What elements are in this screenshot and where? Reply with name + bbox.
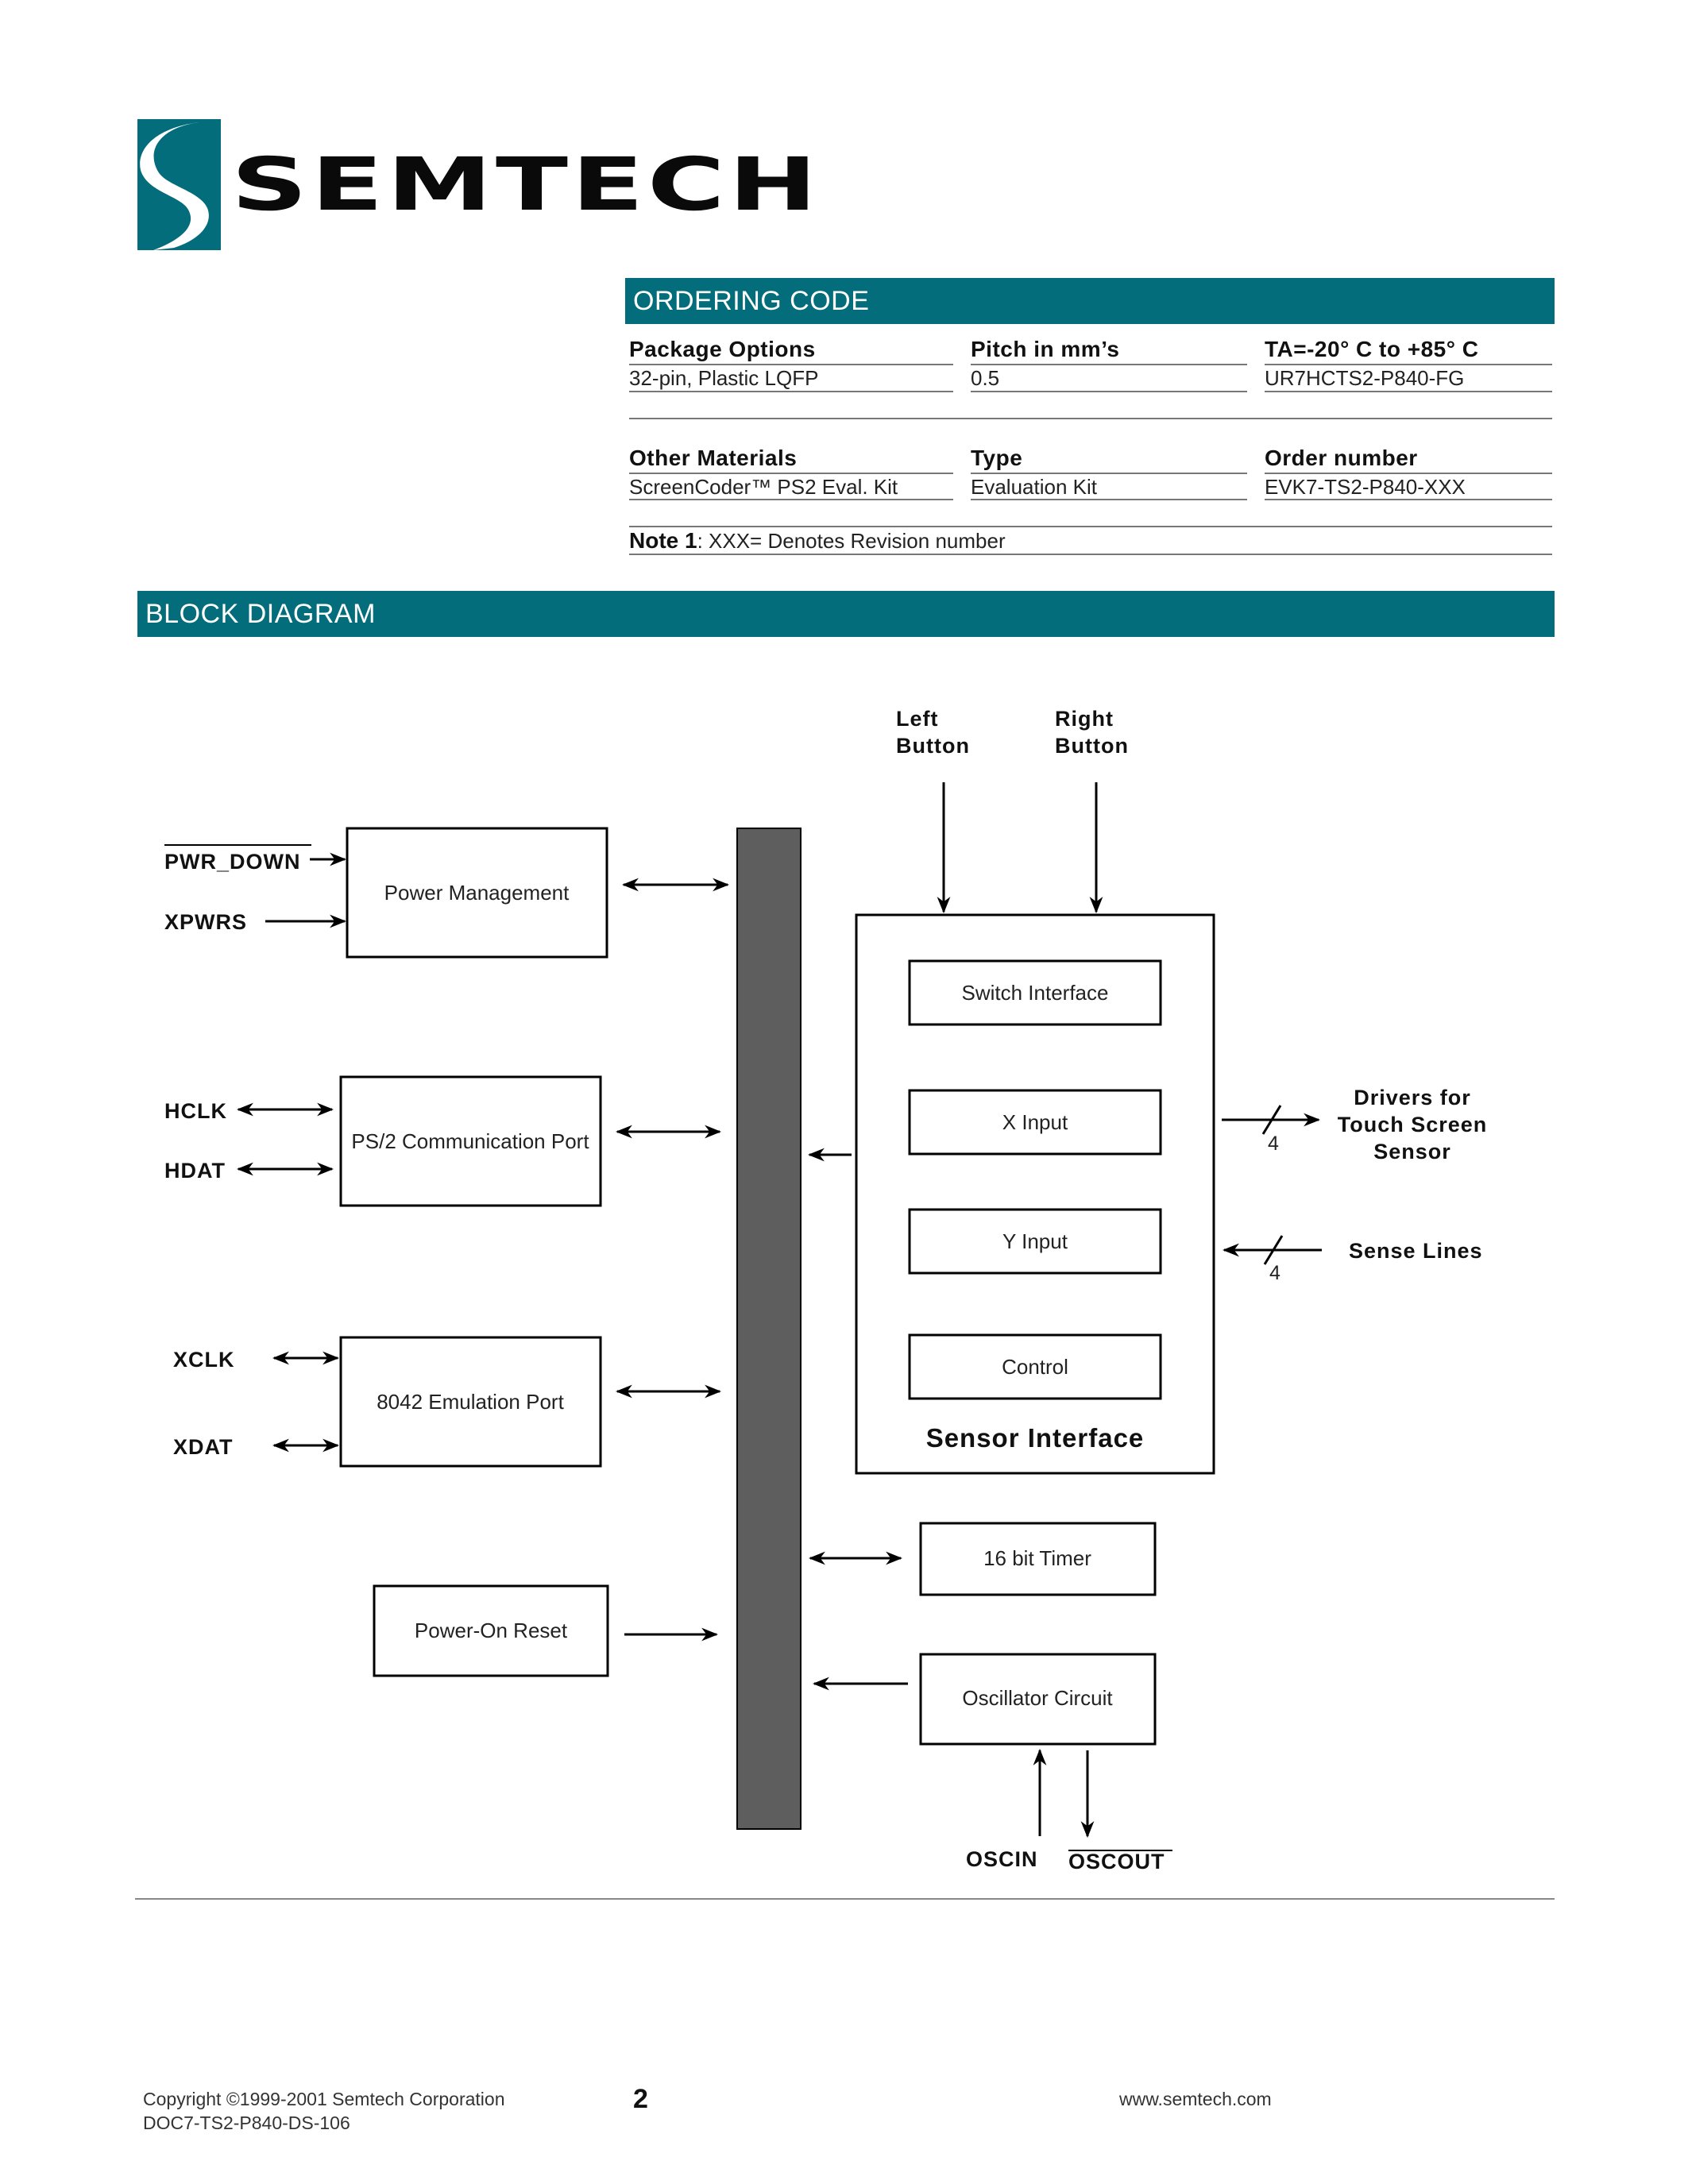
power-management-block [346,827,608,959]
block-diagram-header: BLOCK DIAGRAM [137,591,1555,637]
internal-bus [736,828,802,1830]
cell-pitch: 0.5 [971,366,1000,390]
document-id: DOC7-TS2-P840-DS-106 [143,2113,350,2133]
signal-pwr-down: PWR_DOWN [164,850,301,874]
ps2-port-label: PS/2 Communication Port [351,1129,589,1153]
footer-left: Copyright ©1999-2001 Semtech Corporation… [143,2087,505,2135]
switch-interface-label: Switch Interface [962,981,1109,1005]
y-input-block [908,1208,1162,1275]
cell-order-number: EVK7-TS2-P840-XXX [1265,475,1466,499]
page-number: 2 [633,2084,648,2114]
right-button-label-2: Button [1055,734,1129,758]
note-text: : XXX= Denotes Revision number [697,529,1006,553]
oscillator-block [919,1653,1157,1746]
signal-hdat: HDAT [164,1159,226,1183]
y-input-label: Y Input [1002,1229,1068,1253]
col-header-package: Package Options [629,337,816,361]
bus-width-out: 4 [1268,1133,1279,1155]
col-header-pitch: Pitch in mm’s [971,337,1120,361]
signal-hclk: HCLK [164,1099,227,1123]
control-block [908,1333,1162,1400]
cell-other-material: ScreenCoder™ PS2 Eval. Kit [629,475,898,499]
col-header-order-number: Order number [1265,446,1418,470]
drivers-label-2: Touch Screen [1338,1113,1488,1136]
bus-width-in: 4 [1269,1262,1280,1284]
oscillator-label: Oscillator Circuit [962,1686,1113,1710]
ordering-code-header: ORDERING CODE [625,278,1555,324]
col-header-temp: TA=-20° C to +85° C [1265,337,1479,361]
ps2-port-block [339,1075,602,1207]
timer-block [919,1522,1157,1596]
ordering-note: Note 1: XXX= Denotes Revision number [629,528,1006,554]
semtech-logo: SEMTECH [137,119,817,250]
power-management-label: Power Management [384,881,570,905]
col-header-type: Type [971,446,1023,470]
oscin-label: OSCIN [966,1847,1038,1871]
switch-interface-block [908,959,1162,1026]
drivers-label-3: Sensor [1373,1140,1451,1163]
sensor-interface-block [855,913,1215,1475]
power-on-reset-block [373,1584,609,1677]
sense-lines-label: Sense Lines [1349,1239,1483,1263]
emulation-port-block [339,1336,602,1468]
cell-part-number: UR7HCTS2-P840-FG [1265,366,1465,390]
col-header-other-materials: Other Materials [629,446,798,470]
sensor-interface-label: Sensor Interface [926,1423,1145,1453]
oscout-label: OSCOUT [1068,1850,1165,1873]
drivers-label-1: Drivers for [1354,1086,1471,1109]
control-label: Control [1002,1355,1068,1379]
x-input-block [908,1089,1162,1156]
left-button-label-2: Button [896,734,970,758]
signal-xclk: XCLK [173,1348,235,1372]
timer-label: 16 bit Timer [983,1546,1091,1570]
copyright-text: Copyright ©1999-2001 Semtech Corporation [143,2089,505,2109]
right-button-label-1: Right [1055,707,1114,731]
x-input-label: X Input [1002,1110,1068,1134]
company-wordmark: SEMTECH [231,142,821,227]
semtech-emblem-icon [137,119,221,250]
note-label: Note 1 [629,528,697,553]
signal-xpwrs: XPWRS [164,910,247,934]
cell-type: Evaluation Kit [971,475,1097,499]
power-on-reset-label: Power-On Reset [415,1619,568,1642]
signal-xdat: XDAT [173,1435,234,1459]
footer-url[interactable]: www.semtech.com [1119,2089,1272,2109]
left-button-label-1: Left [896,707,939,731]
emulation-port-label: 8042 Emulation Port [377,1390,564,1414]
cell-package: 32-pin, Plastic LQFP [629,366,819,390]
